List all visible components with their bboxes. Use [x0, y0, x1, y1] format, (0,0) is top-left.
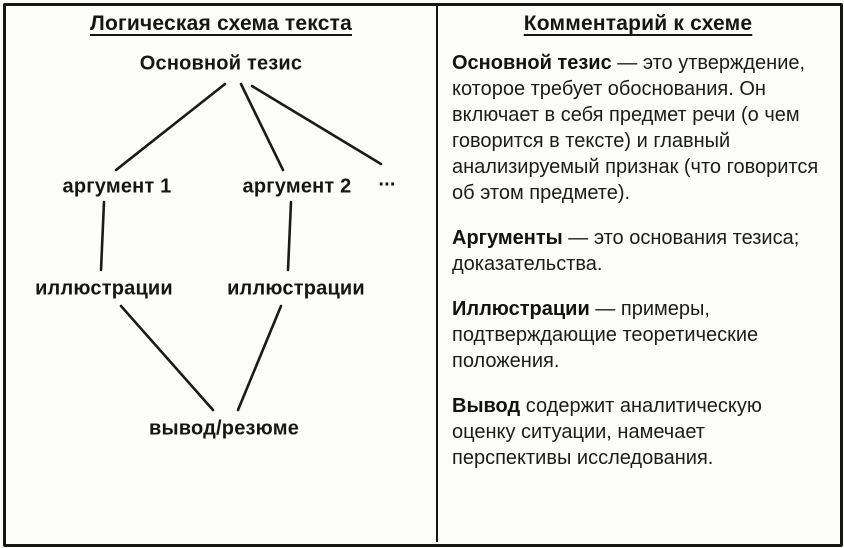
node-illustrations-2: иллюстрации [227, 277, 365, 300]
figure-border [3, 3, 843, 547]
comment-lead-thesis: Основной тезис [452, 52, 612, 74]
comment-text-illustrations: — примеры, подтверждающие теоретические … [452, 298, 759, 372]
comment-paragraph-arguments: Аргументы — это основания тезиса; доказа… [452, 225, 824, 277]
comment-text-conclusion: содержит аналитическую оценку ситуации, … [452, 395, 762, 469]
comment-lead-arguments: Аргументы [452, 227, 563, 249]
comment-text-arguments: — это основания тезиса; доказательства. [452, 227, 800, 275]
node-argument-1: аргумент 1 [62, 175, 172, 198]
comment-body: Основной тезис — это утверждение, которо… [452, 50, 824, 490]
comment-panel-title: Комментарий к схеме [438, 12, 838, 36]
comment-lead-illustrations: Иллюстрации [452, 298, 590, 320]
node-argument-2: аргумент 2 [242, 175, 352, 198]
comment-paragraph-conclusion: Вывод содержит аналитическую оценку ситу… [452, 393, 824, 471]
comment-paragraph-illustrations: Иллюстрации — примеры, подтверждающие те… [452, 296, 824, 374]
comment-title-text: Комментарий к схеме [523, 12, 753, 35]
comment-text-thesis: — это утверждение, которое требует обосн… [452, 52, 819, 204]
node-illustrations-1: иллюстрации [35, 277, 173, 300]
comment-paragraph-thesis: Основной тезис — это утверждение, которо… [452, 50, 824, 206]
column-divider [436, 6, 438, 542]
node-conclusion: вывод/резюме [148, 417, 300, 440]
scheme-title-text: Логическая схема текста [90, 12, 352, 35]
node-ellipsis: ... [378, 168, 396, 191]
comment-lead-conclusion: Вывод [452, 395, 521, 417]
node-main-thesis: Основной тезис [139, 52, 303, 75]
scheme-panel-title: Логическая схема текста [6, 12, 436, 36]
